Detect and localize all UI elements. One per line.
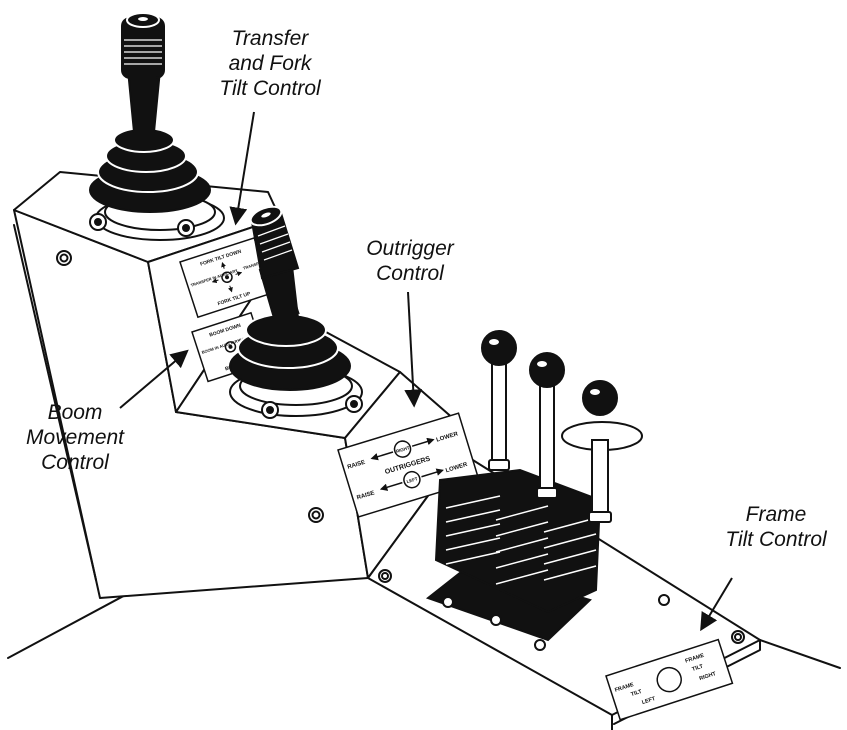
transfer-fork-callout-line3: Tilt Control — [219, 77, 321, 100]
frame-tilt-callout-line1: Frame — [745, 503, 807, 526]
frame-plate-tilt-left: TILT — [630, 689, 643, 698]
frame-tilt-leader-arrow — [700, 577, 733, 632]
transfer-fork-callout: Transfer and Fork Tilt Control — [205, 26, 335, 101]
outrigger-levers — [425, 330, 670, 651]
outrigger-plate: RIGHT LEFT OUTRIGGERS RAISE RAISE LOWER … — [337, 412, 480, 518]
outrigger-raise-top: RAISE — [347, 460, 366, 471]
outrigger-raise-bottom: RAISE — [356, 490, 375, 501]
transfer-fork-leader-arrow — [229, 111, 255, 226]
fork-plate: FORK TILT DOWN FORK TILT UP TRANSFER IN … — [179, 236, 274, 319]
frame-tilt-callout: Frame Tilt Control — [708, 502, 844, 552]
transfer-fork-callout-line2: and Fork — [228, 52, 312, 75]
outrigger-left-label: LEFT — [406, 476, 418, 484]
frame-plate-frame-right: FRAME — [685, 653, 706, 665]
frame-tilt-callout-line2: Tilt Control — [725, 528, 827, 551]
boom-callout-line1: Boom — [47, 401, 103, 424]
frame-plate-right: RIGHT — [699, 671, 718, 682]
frame-plate-left: LEFT — [641, 696, 657, 706]
boom-callout-line2: Movement — [25, 426, 125, 449]
outrigger-callout-line2: Control — [376, 262, 444, 285]
transfer-fork-joystick — [89, 12, 225, 241]
frame-plate-tilt-right: TILT — [691, 664, 704, 673]
outrigger-leader-arrow — [404, 291, 423, 408]
frame-tilt-plate: FRAME TILT LEFT FRAME TILT RIGHT — [605, 638, 734, 721]
transfer-fork-callout-line1: Transfer — [231, 27, 309, 50]
frame-plate-frame-left: FRAME — [614, 682, 635, 694]
boom-movement-callout: Boom Movement Control — [15, 400, 135, 475]
outrigger-right-label: RIGHT — [395, 445, 410, 454]
boom-callout-line3: Control — [41, 451, 109, 474]
boom-joystick — [229, 205, 363, 419]
floor-line-right — [759, 639, 841, 669]
outrigger-callout-line1: Outrigger — [366, 237, 454, 260]
outrigger-callout: Outrigger Control — [350, 236, 470, 286]
cabinet-inner-edge — [13, 224, 97, 581]
boom-leader-arrow — [119, 349, 189, 409]
